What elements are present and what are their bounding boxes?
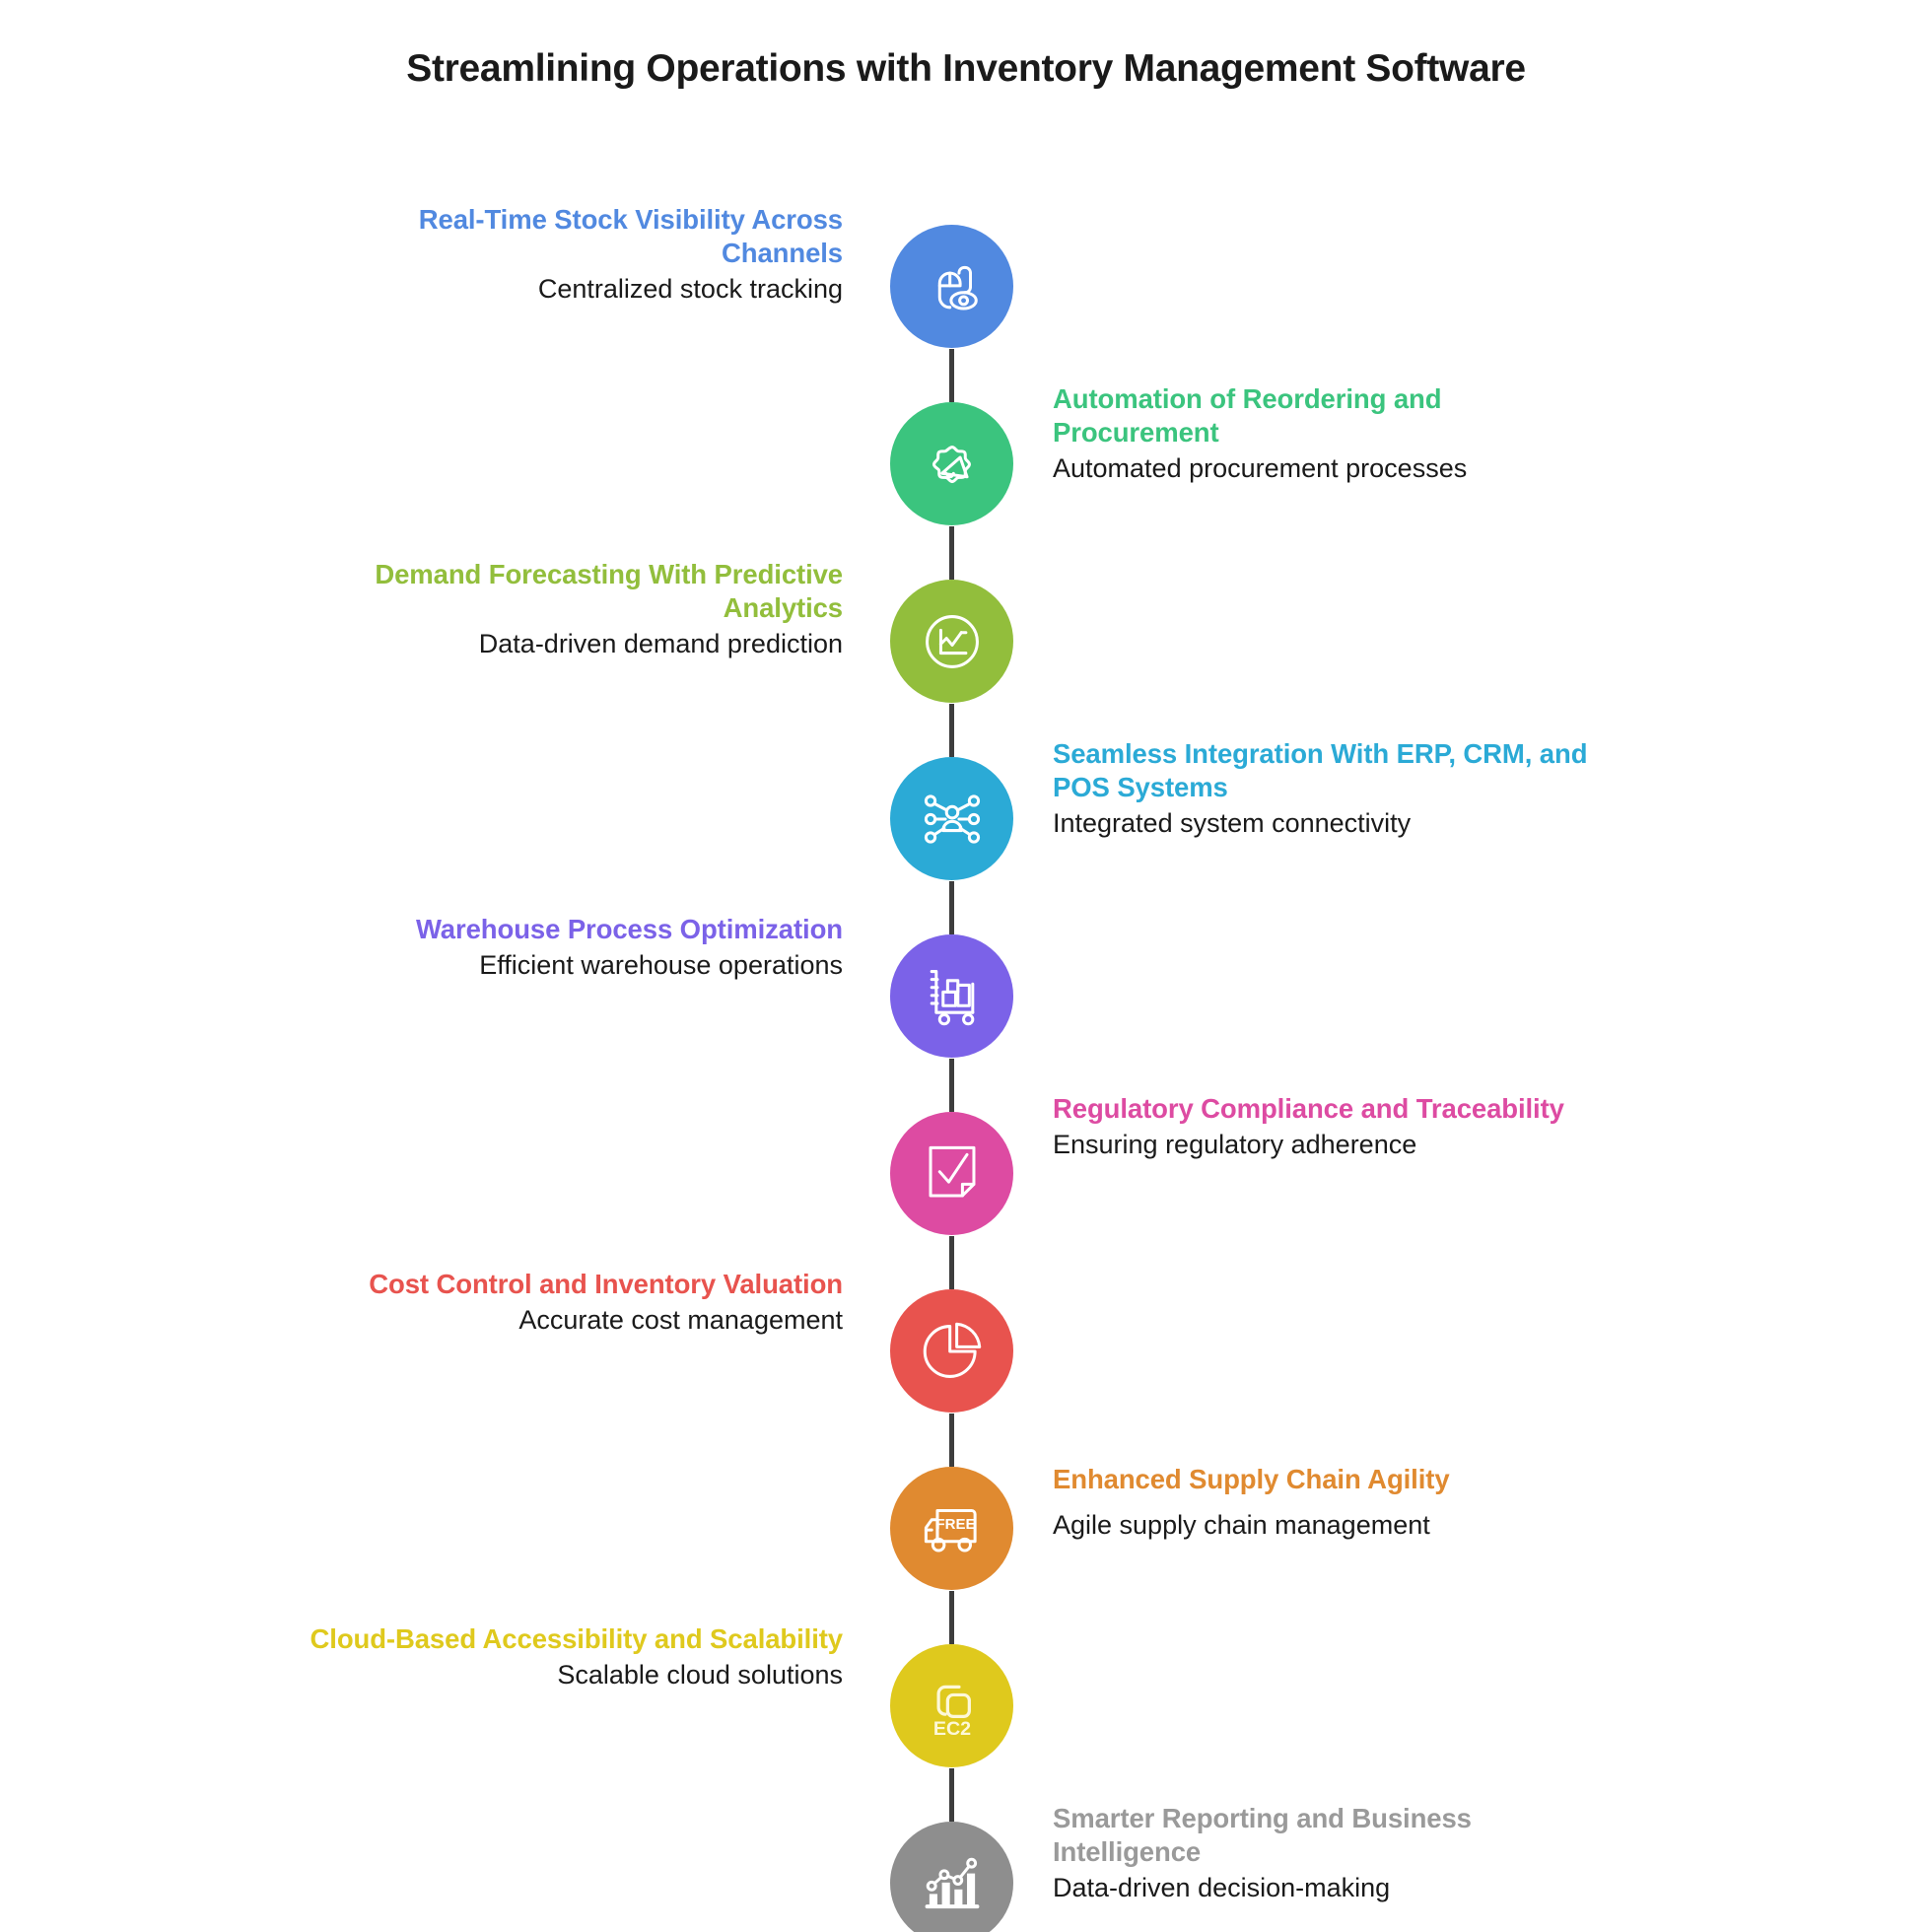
timeline-node-8[interactable]: FREE xyxy=(890,1467,1013,1590)
timeline-node-1[interactable] xyxy=(890,225,1013,348)
timeline-row-6: Regulatory Compliance and Traceability E… xyxy=(0,1093,1932,1289)
item-description-5: Efficient warehouse operations xyxy=(479,950,843,981)
item-title-9: Cloud-Based Accessibility and Scalabilit… xyxy=(310,1623,844,1654)
timeline-row-7: Cost Control and Inventory Valuation Acc… xyxy=(0,1269,1932,1467)
timeline-node-4[interactable] xyxy=(890,757,1013,880)
item-description-4: Integrated system connectivity xyxy=(1053,808,1412,839)
timeline-connector-7 xyxy=(949,1414,954,1467)
timeline-node-5[interactable] xyxy=(890,934,1013,1058)
item-description-3: Data-driven demand prediction xyxy=(478,629,843,659)
item-title-10: Smarter Reporting and Business Intellige… xyxy=(1053,1803,1472,1868)
timeline-row-8: Enhanced Supply Chain Agility Agile supp… xyxy=(0,1464,1932,1644)
timeline-connector-9 xyxy=(949,1768,954,1822)
gear-megaphone-automation-icon xyxy=(916,428,989,501)
item-description-10: Data-driven decision-making xyxy=(1053,1873,1391,1903)
timeline-connector-3 xyxy=(949,704,954,757)
timeline-connector-8 xyxy=(949,1591,954,1644)
ec2-cloud-instance-icon: EC2 xyxy=(916,1670,989,1743)
free-delivery-truck-icon: FREE xyxy=(916,1492,989,1565)
network-people-integration-icon xyxy=(916,783,989,856)
timeline-text-3: Demand Forecasting With Predictive Analy… xyxy=(291,558,843,661)
item-title-1: Real-Time Stock Visibility Across Channe… xyxy=(418,204,843,269)
item-title-6: Regulatory Compliance and Traceability xyxy=(1053,1093,1564,1124)
item-description-7: Accurate cost management xyxy=(518,1305,843,1336)
bar-chart-trendline-icon xyxy=(916,1847,989,1920)
svg-text:FREE: FREE xyxy=(935,1516,975,1533)
timeline-connector-6 xyxy=(949,1236,954,1289)
timeline-connector-1 xyxy=(949,349,954,402)
timeline-row-5: Warehouse Process Optimization Efficient… xyxy=(0,914,1932,1112)
timeline-text-2: Automation of Reordering and Procurement… xyxy=(1053,382,1605,486)
timeline-row-10: Smarter Reporting and Business Intellige… xyxy=(0,1803,1932,1932)
timeline-text-6: Regulatory Compliance and Traceability E… xyxy=(1053,1092,1605,1162)
item-description-8: Agile supply chain management xyxy=(1053,1510,1430,1541)
timeline-node-6[interactable] xyxy=(890,1112,1013,1235)
timeline-text-4: Seamless Integration With ERP, CRM, and … xyxy=(1053,737,1605,841)
item-title-2: Automation of Reordering and Procurement xyxy=(1053,383,1442,448)
warehouse-cart-boxes-icon xyxy=(916,960,989,1033)
timeline-row-3: Demand Forecasting With Predictive Analy… xyxy=(0,559,1932,757)
document-checkmark-compliance-icon xyxy=(916,1138,989,1210)
timeline-row-2: Automation of Reordering and Procurement… xyxy=(0,383,1932,580)
timeline-text-5: Warehouse Process Optimization Efficient… xyxy=(291,913,843,983)
item-title-5: Warehouse Process Optimization xyxy=(415,914,843,944)
item-title-3: Demand Forecasting With Predictive Analy… xyxy=(375,559,843,624)
mouse-eye-visibility-icon xyxy=(916,250,989,323)
timeline-connector-4 xyxy=(949,881,954,934)
timeline-node-10[interactable] xyxy=(890,1822,1013,1932)
timeline-text-9: Cloud-Based Accessibility and Scalabilit… xyxy=(291,1622,844,1692)
item-title-8: Enhanced Supply Chain Agility xyxy=(1053,1464,1450,1494)
item-description-6: Ensuring regulatory adherence xyxy=(1053,1130,1417,1160)
timeline-row-4: Seamless Integration With ERP, CRM, and … xyxy=(0,738,1932,934)
timeline-connector-5 xyxy=(949,1059,954,1112)
item-title-7: Cost Control and Inventory Valuation xyxy=(369,1269,843,1299)
timeline-text-7: Cost Control and Inventory Valuation Acc… xyxy=(291,1268,843,1338)
timeline-text-1: Real-Time Stock Visibility Across Channe… xyxy=(291,203,843,307)
page-title: Streamlining Operations with Inventory M… xyxy=(406,47,1526,90)
timeline-text-10: Smarter Reporting and Business Intellige… xyxy=(1053,1802,1605,1905)
timeline: Real-Time Stock Visibility Across Channe… xyxy=(0,204,1932,1932)
timeline-row-9: Cloud-Based Accessibility and Scalabilit… xyxy=(0,1623,1932,1822)
line-chart-circle-icon xyxy=(916,605,989,678)
item-description-1: Centralized stock tracking xyxy=(537,274,843,305)
timeline-node-2[interactable] xyxy=(890,402,1013,525)
item-description-2: Automated procurement processes xyxy=(1053,453,1468,484)
timeline-connector-2 xyxy=(949,526,954,580)
ec2-label: EC2 xyxy=(932,1717,970,1739)
item-title-4: Seamless Integration With ERP, CRM, and … xyxy=(1053,738,1588,803)
timeline-text-8: Enhanced Supply Chain Agility Agile supp… xyxy=(1053,1463,1605,1543)
timeline-node-7[interactable] xyxy=(890,1289,1013,1413)
timeline-node-3[interactable] xyxy=(890,580,1013,703)
timeline-row-1: Real-Time Stock Visibility Across Channe… xyxy=(0,204,1932,402)
timeline-node-9[interactable]: EC2 xyxy=(890,1644,1013,1767)
pie-chart-icon xyxy=(916,1315,989,1388)
item-description-9: Scalable cloud solutions xyxy=(557,1660,843,1690)
